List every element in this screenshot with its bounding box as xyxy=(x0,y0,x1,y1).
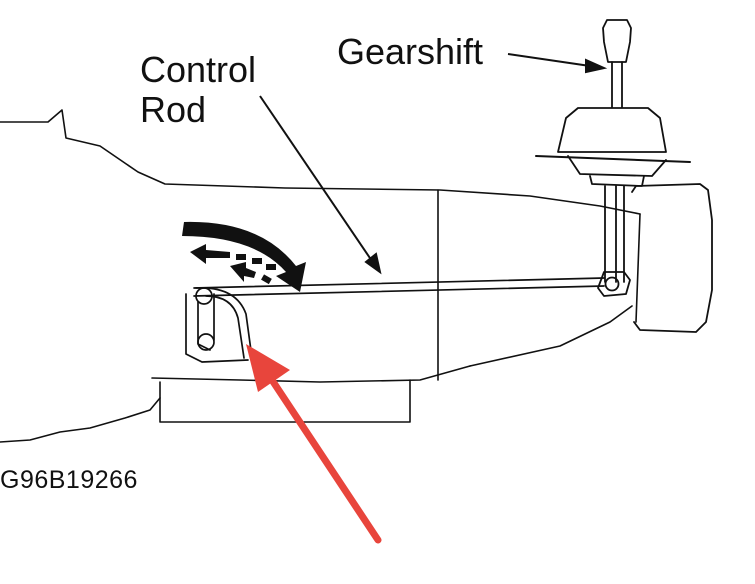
control-rod-label-line1: Control xyxy=(140,49,257,90)
shift-lever xyxy=(185,287,253,363)
control-rod-arrowhead-icon xyxy=(364,252,382,275)
highlight-arrow xyxy=(246,344,382,544)
label-leaders xyxy=(259,53,608,275)
curved-motion-arrow-icon xyxy=(182,221,306,292)
control-rod xyxy=(193,277,605,297)
gearshift-label: Gearshift xyxy=(337,31,484,72)
control-rod-leader-line xyxy=(259,95,375,265)
transmission-housing xyxy=(0,109,641,443)
dashed-arrow-upper-icon xyxy=(190,244,230,264)
gearshift-assembly xyxy=(535,19,713,333)
gearshift-leader-line xyxy=(507,53,591,67)
highlight-arrowhead-icon xyxy=(246,344,290,392)
dashed-arrow-lower-icon xyxy=(230,262,256,282)
movement-arrows xyxy=(182,221,306,292)
figure-code-label: G96B19266 xyxy=(0,466,138,494)
gearshift-arrowhead-icon xyxy=(585,58,608,74)
control-rod-label-line2: Rod xyxy=(140,89,207,130)
control-rod-label: Control Rod xyxy=(140,50,256,130)
